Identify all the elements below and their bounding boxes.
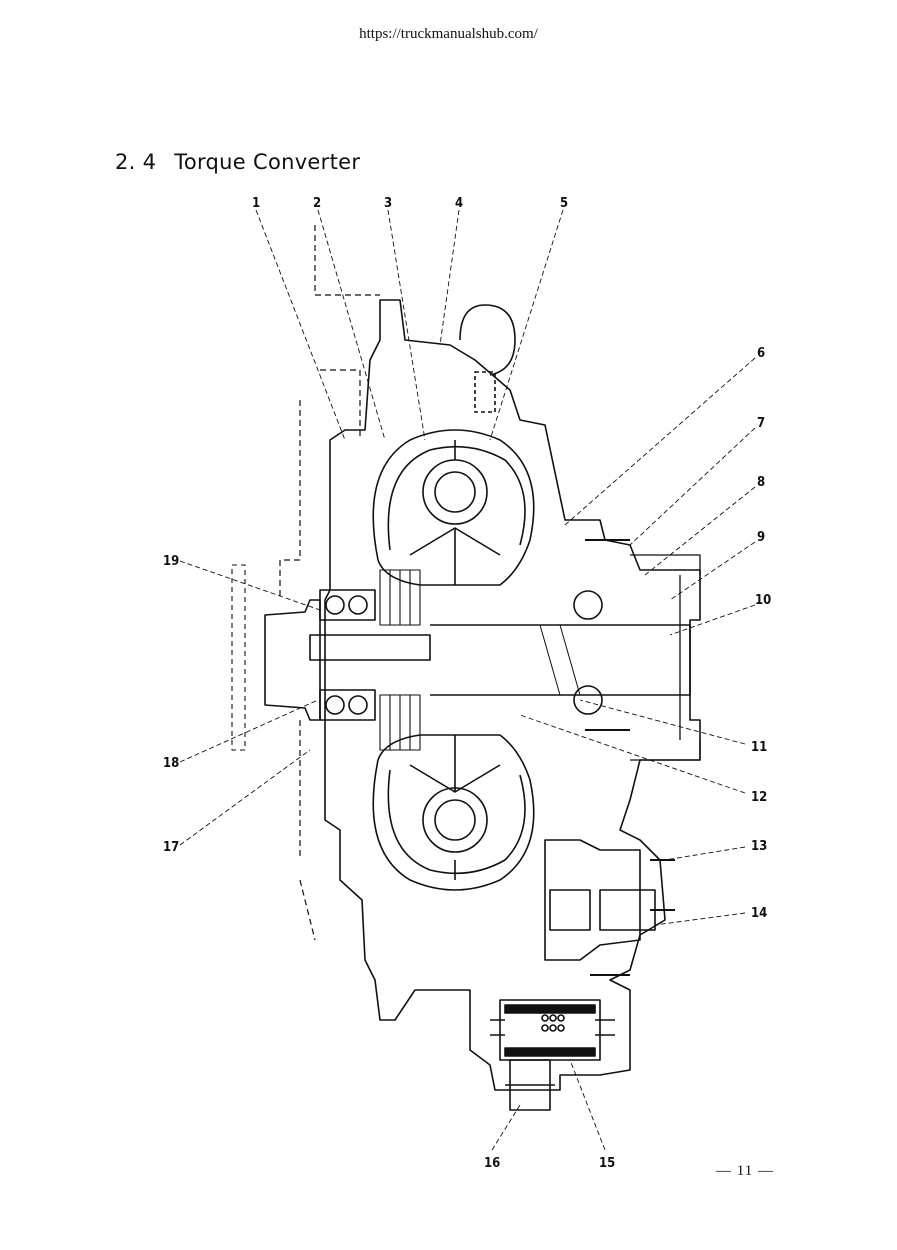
input-shaft — [309, 634, 431, 661]
callout-13: 13 — [751, 839, 767, 854]
callout-4: 4 — [455, 196, 463, 211]
callout-6: 6 — [757, 346, 765, 361]
output-shaft — [430, 624, 691, 696]
source-url: https://truckmanualshub.com/ — [359, 26, 538, 42]
mounting-bolt-top — [474, 371, 496, 413]
flywheel-dashed — [231, 564, 246, 751]
callout-14: 14 — [751, 906, 767, 921]
bearings — [319, 589, 603, 721]
callout-17: 17 — [163, 840, 179, 855]
callout-2: 2 — [313, 196, 321, 211]
callout-8: 8 — [757, 475, 765, 490]
callout-12: 12 — [751, 790, 767, 805]
callout-7: 7 — [757, 416, 765, 431]
page-number: — 11 — — [716, 1163, 774, 1179]
stator-plates — [379, 569, 421, 751]
torus-upper — [372, 429, 535, 586]
engine-housing-outline — [279, 225, 380, 941]
section-title: Torque Converter — [174, 150, 361, 174]
callout-15: 15 — [599, 1156, 615, 1171]
housing-bolts — [585, 539, 675, 976]
mounting-lug — [459, 304, 516, 376]
callout-5: 5 — [560, 196, 568, 211]
pump-body — [544, 839, 641, 961]
section-number: 2. 4 — [115, 150, 157, 174]
callout-11: 11 — [751, 740, 767, 755]
callout-1: 1 — [252, 196, 260, 211]
output-coupling — [630, 554, 701, 761]
torus-lower — [372, 734, 535, 891]
callout-9: 9 — [757, 530, 765, 545]
callout-19: 19 — [163, 554, 179, 569]
drain-plug — [505, 1059, 555, 1111]
section-heading: 2. 4 Torque Converter — [115, 150, 360, 174]
callout-10: 10 — [755, 593, 771, 608]
callout-3: 3 — [384, 196, 392, 211]
callout-18: 18 — [163, 756, 179, 771]
callout-16: 16 — [484, 1156, 500, 1171]
oil-strainer — [490, 999, 615, 1061]
leader-lines — [179, 209, 756, 1151]
